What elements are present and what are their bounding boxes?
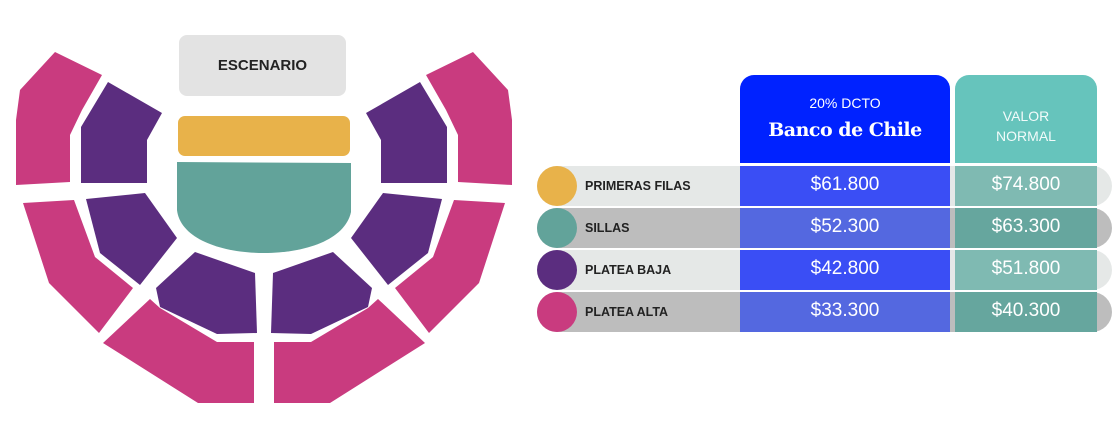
discount-price: $42.800 <box>740 250 950 290</box>
section-platea-alta[interactable] <box>16 52 102 185</box>
section-platea-baja[interactable] <box>81 82 162 183</box>
bank-logo: Banco de Chile <box>768 119 922 141</box>
price-row: PLATEA BAJA $42.800 $51.800 <box>537 250 1112 290</box>
normal-price: $51.800 <box>955 250 1097 290</box>
section-platea-alta[interactable] <box>274 299 425 403</box>
price-row: PRIMERAS FILAS $61.800 $74.800 <box>537 166 1112 206</box>
section-platea-alta[interactable] <box>103 299 254 403</box>
section-platea-baja[interactable] <box>351 193 442 285</box>
discount-price: $61.800 <box>740 166 950 206</box>
price-row: SILLAS $52.300 $63.300 <box>537 208 1112 248</box>
normal-price: $63.300 <box>955 208 1097 248</box>
normal-price: $74.800 <box>955 166 1097 206</box>
color-swatch <box>537 208 577 248</box>
section-platea-alta[interactable] <box>23 200 133 333</box>
section-sillas[interactable] <box>177 162 351 253</box>
section-platea-alta[interactable] <box>395 200 505 333</box>
section-platea-baja[interactable] <box>86 193 177 285</box>
normal-label-line1: VALOR <box>1002 108 1050 124</box>
stage: ESCENARIO <box>179 35 346 96</box>
seating-map <box>16 52 512 403</box>
section-platea-baja[interactable] <box>156 252 257 334</box>
color-swatch <box>537 292 577 332</box>
price-row: PLATEA ALTA $33.300 $40.300 <box>537 292 1112 332</box>
row-label: PRIMERAS FILAS <box>585 179 691 193</box>
row-label: SILLAS <box>585 221 630 235</box>
discount-price: $52.300 <box>740 208 950 248</box>
row-label: PLATEA ALTA <box>585 305 669 319</box>
discount-label: 20% DCTO <box>809 95 881 111</box>
color-swatch <box>537 250 577 290</box>
section-platea-alta[interactable] <box>426 52 512 185</box>
row-label: PLATEA BAJA <box>585 263 672 277</box>
discount-price: $33.300 <box>740 292 950 332</box>
stage-label: ESCENARIO <box>217 57 308 74</box>
normal-column-header: VALOR NORMAL <box>955 75 1097 163</box>
normal-price: $40.300 <box>955 292 1097 332</box>
discount-column-header: 20% DCTO Banco de Chile <box>740 75 950 163</box>
section-primeras-filas[interactable] <box>178 116 350 156</box>
normal-label-line2: NORMAL <box>996 128 1056 144</box>
section-platea-baja[interactable] <box>366 82 447 183</box>
color-swatch <box>537 166 577 206</box>
section-platea-baja[interactable] <box>271 252 372 334</box>
